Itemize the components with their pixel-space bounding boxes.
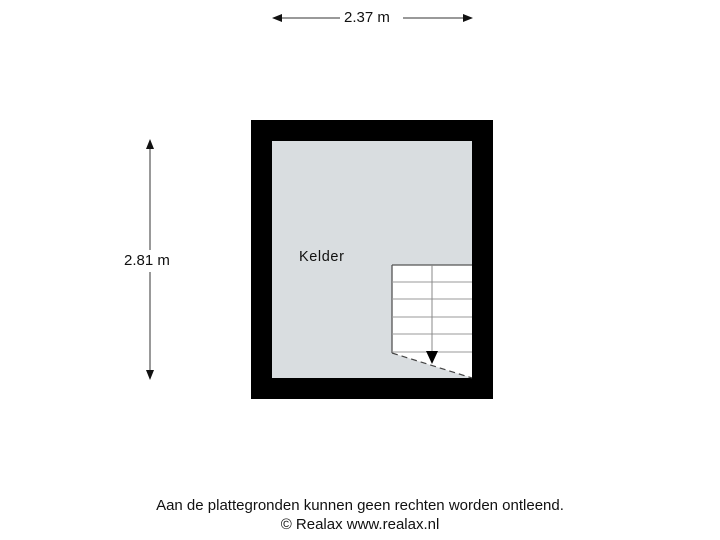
- staircase: [391, 264, 473, 379]
- stair-direction-arrow-icon: [426, 351, 438, 364]
- room-label-kelder: Kelder: [299, 249, 345, 265]
- disclaimer-text: Aan de plattegronden kunnen geen rechten…: [156, 497, 564, 514]
- width-dimension-label: 2.37 m: [344, 9, 390, 27]
- height-dimension-label: 2.81 m: [124, 252, 170, 270]
- copyright-text: © Realax www.realax.nl: [280, 516, 440, 533]
